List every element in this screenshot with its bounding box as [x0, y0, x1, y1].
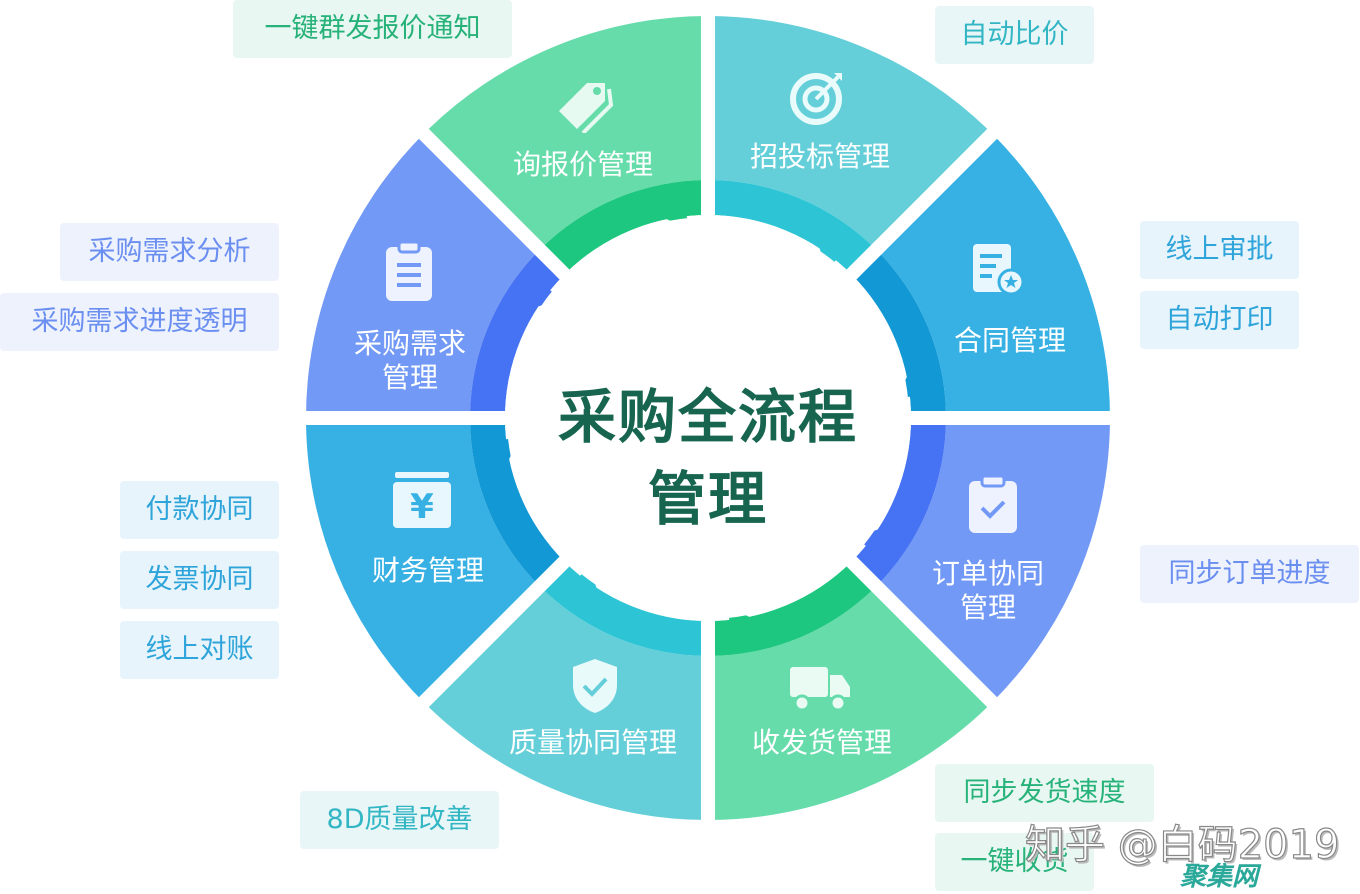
segment-4[interactable] [423, 586, 708, 820]
segment-contract-label[interactable]: 合同管理 [953, 324, 1067, 357]
watermark-text: 知乎 @白码2019 [1024, 821, 1340, 868]
center-title-line2: 管理 [647, 465, 769, 533]
segment-5[interactable] [306, 418, 540, 703]
segment-band-7 [539, 180, 708, 275]
segment-0[interactable] [708, 16, 993, 250]
clipboard-list-icon [386, 241, 432, 301]
segment-quality-label[interactable]: 质量协同管理 [508, 726, 678, 759]
segment-band-6 [470, 249, 565, 418]
segment-band-2 [851, 418, 946, 587]
segment-band-1 [851, 249, 946, 418]
tag-demand-analysis: 采购需求分析 [60, 223, 279, 281]
price-tag-icon [559, 83, 614, 133]
contract-icon [973, 244, 1025, 296]
shield-check-icon [573, 659, 617, 713]
tag-sync-shipping: 同步发货速度 [935, 764, 1154, 822]
segment-band-4 [539, 561, 708, 656]
segment-demand-label[interactable]: 采购需求 管理 [353, 327, 467, 394]
center-title-line1: 采购全流程 [557, 383, 859, 451]
tag-demand-progress: 采购需求进度透明 [0, 293, 279, 351]
segment-2[interactable] [876, 418, 1110, 703]
segment-quote-label[interactable]: 询报价管理 [512, 148, 654, 181]
segment-band-3 [708, 561, 877, 656]
tag-invoice: 发票协同 [120, 551, 279, 609]
watermark-logo: 聚集网 [1180, 862, 1259, 892]
segment-band-5 [470, 418, 565, 587]
svg-text:¥: ¥ [410, 487, 434, 527]
tag-quality-8d: 8D质量改善 [300, 791, 499, 849]
tag-online-approval: 线上审批 [1140, 221, 1299, 279]
tag-one-click-receive: 一键收货 [935, 833, 1094, 891]
target-icon [790, 73, 842, 125]
segment-finance-label[interactable]: 财务管理 [371, 554, 485, 587]
segment-bidding-label[interactable]: 招投标管理 [749, 140, 891, 173]
segment-3[interactable] [708, 586, 993, 820]
segment-band-0 [708, 180, 877, 275]
segment-7[interactable] [423, 16, 708, 250]
clipboard-check-icon [969, 475, 1017, 533]
center-fill [507, 217, 909, 619]
segment-shipping-label[interactable]: 收发货管理 [751, 726, 893, 759]
tag-reconcile: 线上对账 [120, 621, 279, 679]
tag-auto-compare: 自动比价 [935, 6, 1094, 64]
tag-auto-print: 自动打印 [1140, 291, 1299, 349]
truck-icon [790, 667, 850, 712]
tag-sync-order: 同步订单进度 [1140, 545, 1359, 603]
tag-payment: 付款协同 [120, 481, 279, 539]
segment-order-label[interactable]: 订单协同 管理 [931, 557, 1045, 624]
yen-icon: ¥ [393, 472, 451, 528]
tag-quote-notify: 一键群发报价通知 [233, 0, 512, 58]
